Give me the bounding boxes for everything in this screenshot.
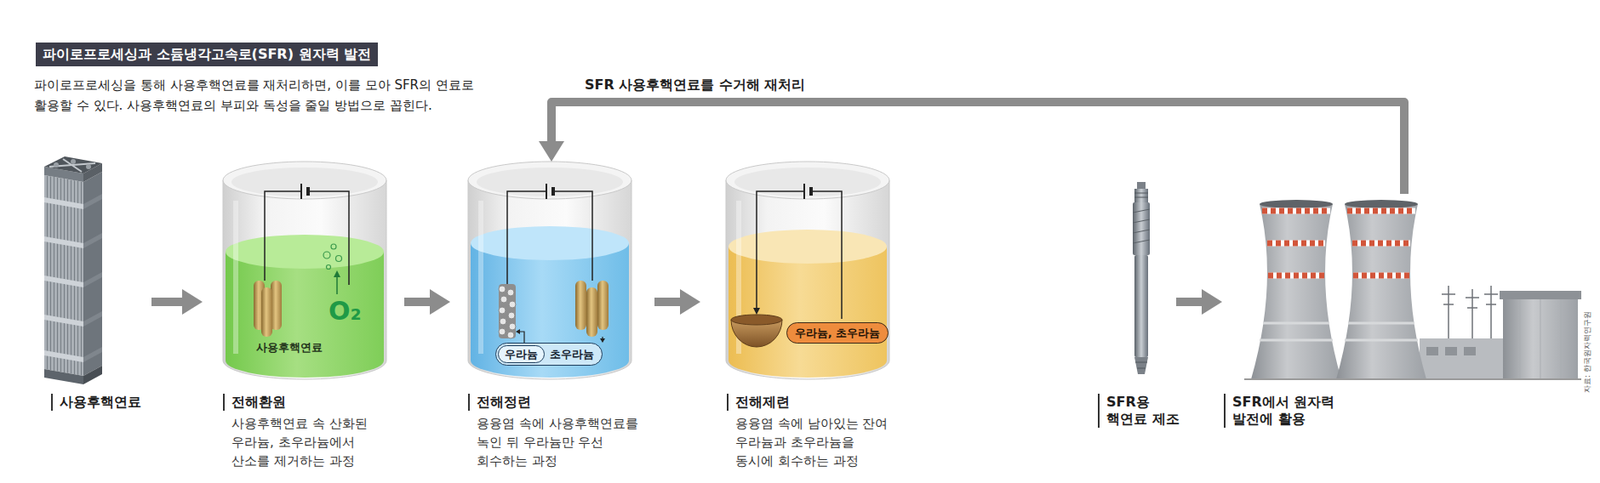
element-pill: 우라늄, 초우라늄 bbox=[786, 322, 889, 344]
vessel-label: 사용후핵연료 bbox=[256, 341, 323, 355]
power-plant-art bbox=[1244, 200, 1582, 380]
pill-text: 초우라늄 bbox=[549, 347, 595, 362]
flow-arrow bbox=[1176, 297, 1204, 307]
electrolysis-vessel: 우라늄, 초우라늄전해제련용융염 속에 남아있는 잔여 우라늄과 초우라늄을 동… bbox=[700, 161, 903, 383]
flow-arrow bbox=[151, 297, 184, 307]
step-heading: 전해환원 bbox=[222, 394, 286, 412]
electrolysis-vessel: 우라늄초우라늄전해정련용융염 속에 사용후핵연료를 녹인 뒤 우라늄만 우선 회… bbox=[450, 161, 655, 383]
step-heading: SFR에서 원자력 발전에 활용 bbox=[1223, 394, 1343, 429]
step-heading: 사용후핵연료 bbox=[51, 394, 142, 412]
flow-arrow bbox=[404, 297, 432, 307]
pill-text: 우라늄 bbox=[504, 347, 538, 362]
title-bar: 파이로프로세싱과 소듐냉각고속로(SFR) 원자력 발전 bbox=[35, 42, 378, 67]
fuel-rod-art bbox=[1132, 182, 1150, 375]
step-description: 용융염 속에 남아있는 잔여 우라늄과 초우라늄을 동시에 회수하는 과정 bbox=[726, 414, 893, 471]
power-plant: SFR에서 원자력 발전에 활용 bbox=[1222, 194, 1583, 383]
step-description: 용융염 속에 사용후핵연료를 녹인 뒤 우라늄만 우선 회수하는 과정 bbox=[468, 414, 647, 471]
winning-vessel-art bbox=[725, 161, 890, 380]
fuel-assembly-art bbox=[44, 156, 103, 385]
fuel-assembly: 사용후핵연료 bbox=[42, 142, 152, 389]
chemical-formula: O₂ bbox=[328, 297, 362, 326]
refining-vessel-art bbox=[468, 161, 632, 380]
description: 파이로프로세싱을 통해 사용후핵연료를 재처리하면, 이를 모아 SFR의 연료… bbox=[34, 74, 494, 116]
step-heading: SFR용 핵연료 제조 bbox=[1097, 394, 1185, 429]
reduction-vessel-art bbox=[222, 161, 387, 380]
source-credit: 자료: 한국원자력연구원 bbox=[1582, 311, 1593, 394]
flow-arrow bbox=[551, 102, 1405, 195]
step-heading: 전해정련 bbox=[468, 394, 532, 412]
pill-text: 우라늄, 초우라늄 bbox=[794, 325, 880, 341]
element-pill: 우라늄 bbox=[497, 345, 545, 364]
edge-label: SFR 사용후핵연료를 수거해 재처리 bbox=[582, 76, 808, 94]
flow-arrow bbox=[654, 297, 682, 307]
element-pill: 우라늄 초우라늄 bbox=[495, 342, 603, 366]
step-description: 사용후핵연료 속 산화된 우라늄, 초우라늄에서 산소를 제거하는 과정 bbox=[222, 414, 381, 471]
fuel-rod: SFR용 핵연료 제조 bbox=[1096, 174, 1177, 383]
step-heading: 전해제련 bbox=[726, 394, 790, 412]
